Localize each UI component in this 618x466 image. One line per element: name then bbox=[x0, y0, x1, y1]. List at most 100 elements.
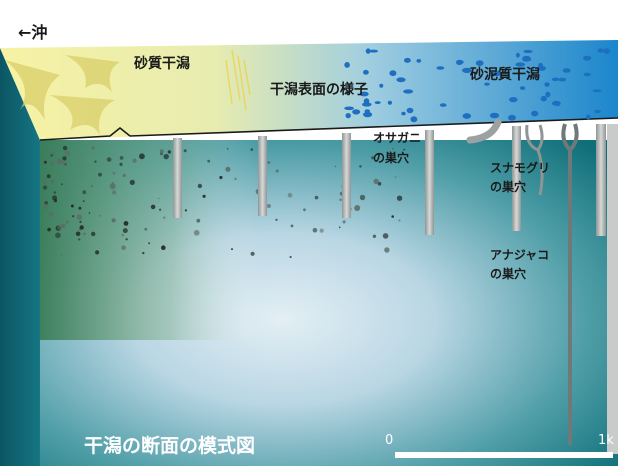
burrow-6 bbox=[596, 124, 606, 236]
sand-particle bbox=[312, 227, 318, 233]
sand-particle bbox=[225, 166, 231, 172]
sand-particle bbox=[62, 145, 68, 151]
sand-particle bbox=[91, 146, 95, 150]
mud-blob bbox=[508, 114, 516, 121]
sand-particle bbox=[250, 251, 255, 256]
sand-particle bbox=[65, 220, 69, 224]
mud-blob bbox=[531, 110, 539, 117]
sand-particle bbox=[106, 157, 112, 162]
sand-particle bbox=[47, 227, 51, 232]
crab-burrow-label-line1: オサガニ bbox=[373, 130, 421, 145]
sand-particle bbox=[48, 211, 54, 217]
sand-particle bbox=[91, 231, 96, 237]
mud-blob bbox=[597, 48, 604, 53]
sand-particle bbox=[52, 161, 54, 164]
sand-particle bbox=[290, 224, 294, 228]
mud-blob bbox=[558, 77, 567, 82]
sand-particle bbox=[94, 160, 97, 163]
sand-particle bbox=[193, 229, 200, 236]
mud-blob bbox=[592, 89, 602, 93]
sand-particle bbox=[392, 147, 394, 150]
anajako-burrow-label-line1: アナジャコ bbox=[490, 248, 549, 262]
sand-particle bbox=[64, 150, 71, 157]
sand-particle bbox=[90, 184, 93, 188]
sand-ripples bbox=[5, 55, 120, 135]
sand-particle bbox=[234, 177, 237, 181]
sand-particle bbox=[207, 159, 211, 163]
sand-particle bbox=[78, 206, 82, 210]
sand-particle bbox=[275, 218, 278, 221]
sand-particle bbox=[161, 245, 166, 250]
sand-particle bbox=[250, 148, 254, 151]
sand-particle bbox=[197, 183, 203, 189]
mud-blob bbox=[515, 62, 526, 67]
mud-blob bbox=[410, 116, 418, 123]
mud-blob bbox=[519, 86, 526, 90]
sand-particle bbox=[184, 209, 187, 212]
sand-particle bbox=[403, 148, 406, 151]
sand-particle bbox=[202, 194, 206, 198]
sand-particle bbox=[60, 183, 63, 186]
sand-particle bbox=[122, 174, 126, 177]
sunamogri-burrow bbox=[525, 124, 544, 196]
mud-blob bbox=[462, 67, 472, 73]
sand-particle bbox=[148, 242, 151, 245]
sand-particle bbox=[57, 225, 62, 230]
mud-blob bbox=[369, 49, 378, 53]
sand-particle bbox=[231, 248, 233, 251]
mud-blob bbox=[462, 113, 471, 119]
surface-mud-blobs bbox=[344, 48, 611, 123]
anajako-burrow bbox=[561, 123, 579, 445]
mud-blob bbox=[509, 97, 518, 103]
sand-particle bbox=[373, 178, 379, 185]
sand-particle bbox=[78, 238, 81, 241]
sand-particle bbox=[55, 232, 61, 239]
sand-particle bbox=[359, 165, 362, 168]
mud-blob bbox=[456, 59, 463, 65]
anajako-burrow-label-line2: の巣穴 bbox=[490, 266, 526, 281]
mud-blob bbox=[436, 66, 445, 70]
sand-particle bbox=[121, 245, 126, 250]
mud-blob bbox=[515, 52, 520, 58]
sand-particle bbox=[391, 215, 395, 218]
sand-particle bbox=[95, 250, 100, 255]
burrow-1 bbox=[173, 138, 182, 218]
sand-particle bbox=[79, 220, 82, 223]
sand-particle bbox=[70, 204, 74, 208]
crab-burrows bbox=[173, 124, 618, 454]
mud-blob bbox=[416, 59, 422, 63]
sand-particle bbox=[122, 228, 128, 234]
burrow-3 bbox=[342, 133, 351, 218]
mud-blob bbox=[540, 95, 547, 102]
sand-particle bbox=[334, 165, 337, 168]
mud-blob bbox=[344, 106, 354, 111]
sand-particle bbox=[72, 215, 75, 218]
sand-particle bbox=[394, 176, 397, 179]
sand-particle bbox=[396, 195, 403, 201]
sand-particle bbox=[371, 156, 375, 160]
sand-particle bbox=[158, 197, 160, 200]
sand-particle bbox=[196, 218, 201, 223]
sand-flat-label: 砂質干潟 bbox=[133, 55, 190, 72]
mud-blob bbox=[403, 89, 414, 94]
surface-streaks bbox=[225, 49, 251, 111]
mud-blob bbox=[401, 111, 406, 116]
sand-particle bbox=[111, 218, 116, 223]
sand-particle bbox=[144, 227, 148, 231]
sand-particle bbox=[46, 174, 51, 179]
sand-particle bbox=[44, 200, 48, 205]
sand-particle bbox=[123, 221, 129, 226]
mud-blob bbox=[603, 48, 611, 54]
mud-blob bbox=[439, 103, 447, 107]
mud-blob bbox=[586, 114, 591, 120]
mud-blob bbox=[374, 101, 381, 105]
sand-particle bbox=[226, 148, 229, 150]
burrow-5 bbox=[512, 126, 521, 231]
sand-particle bbox=[159, 149, 164, 154]
mud-blob bbox=[484, 82, 490, 86]
scale-end-label: 1k bbox=[598, 433, 614, 448]
sand-particle bbox=[125, 238, 128, 241]
mud-blob bbox=[352, 109, 361, 115]
mud-blob bbox=[359, 91, 369, 97]
